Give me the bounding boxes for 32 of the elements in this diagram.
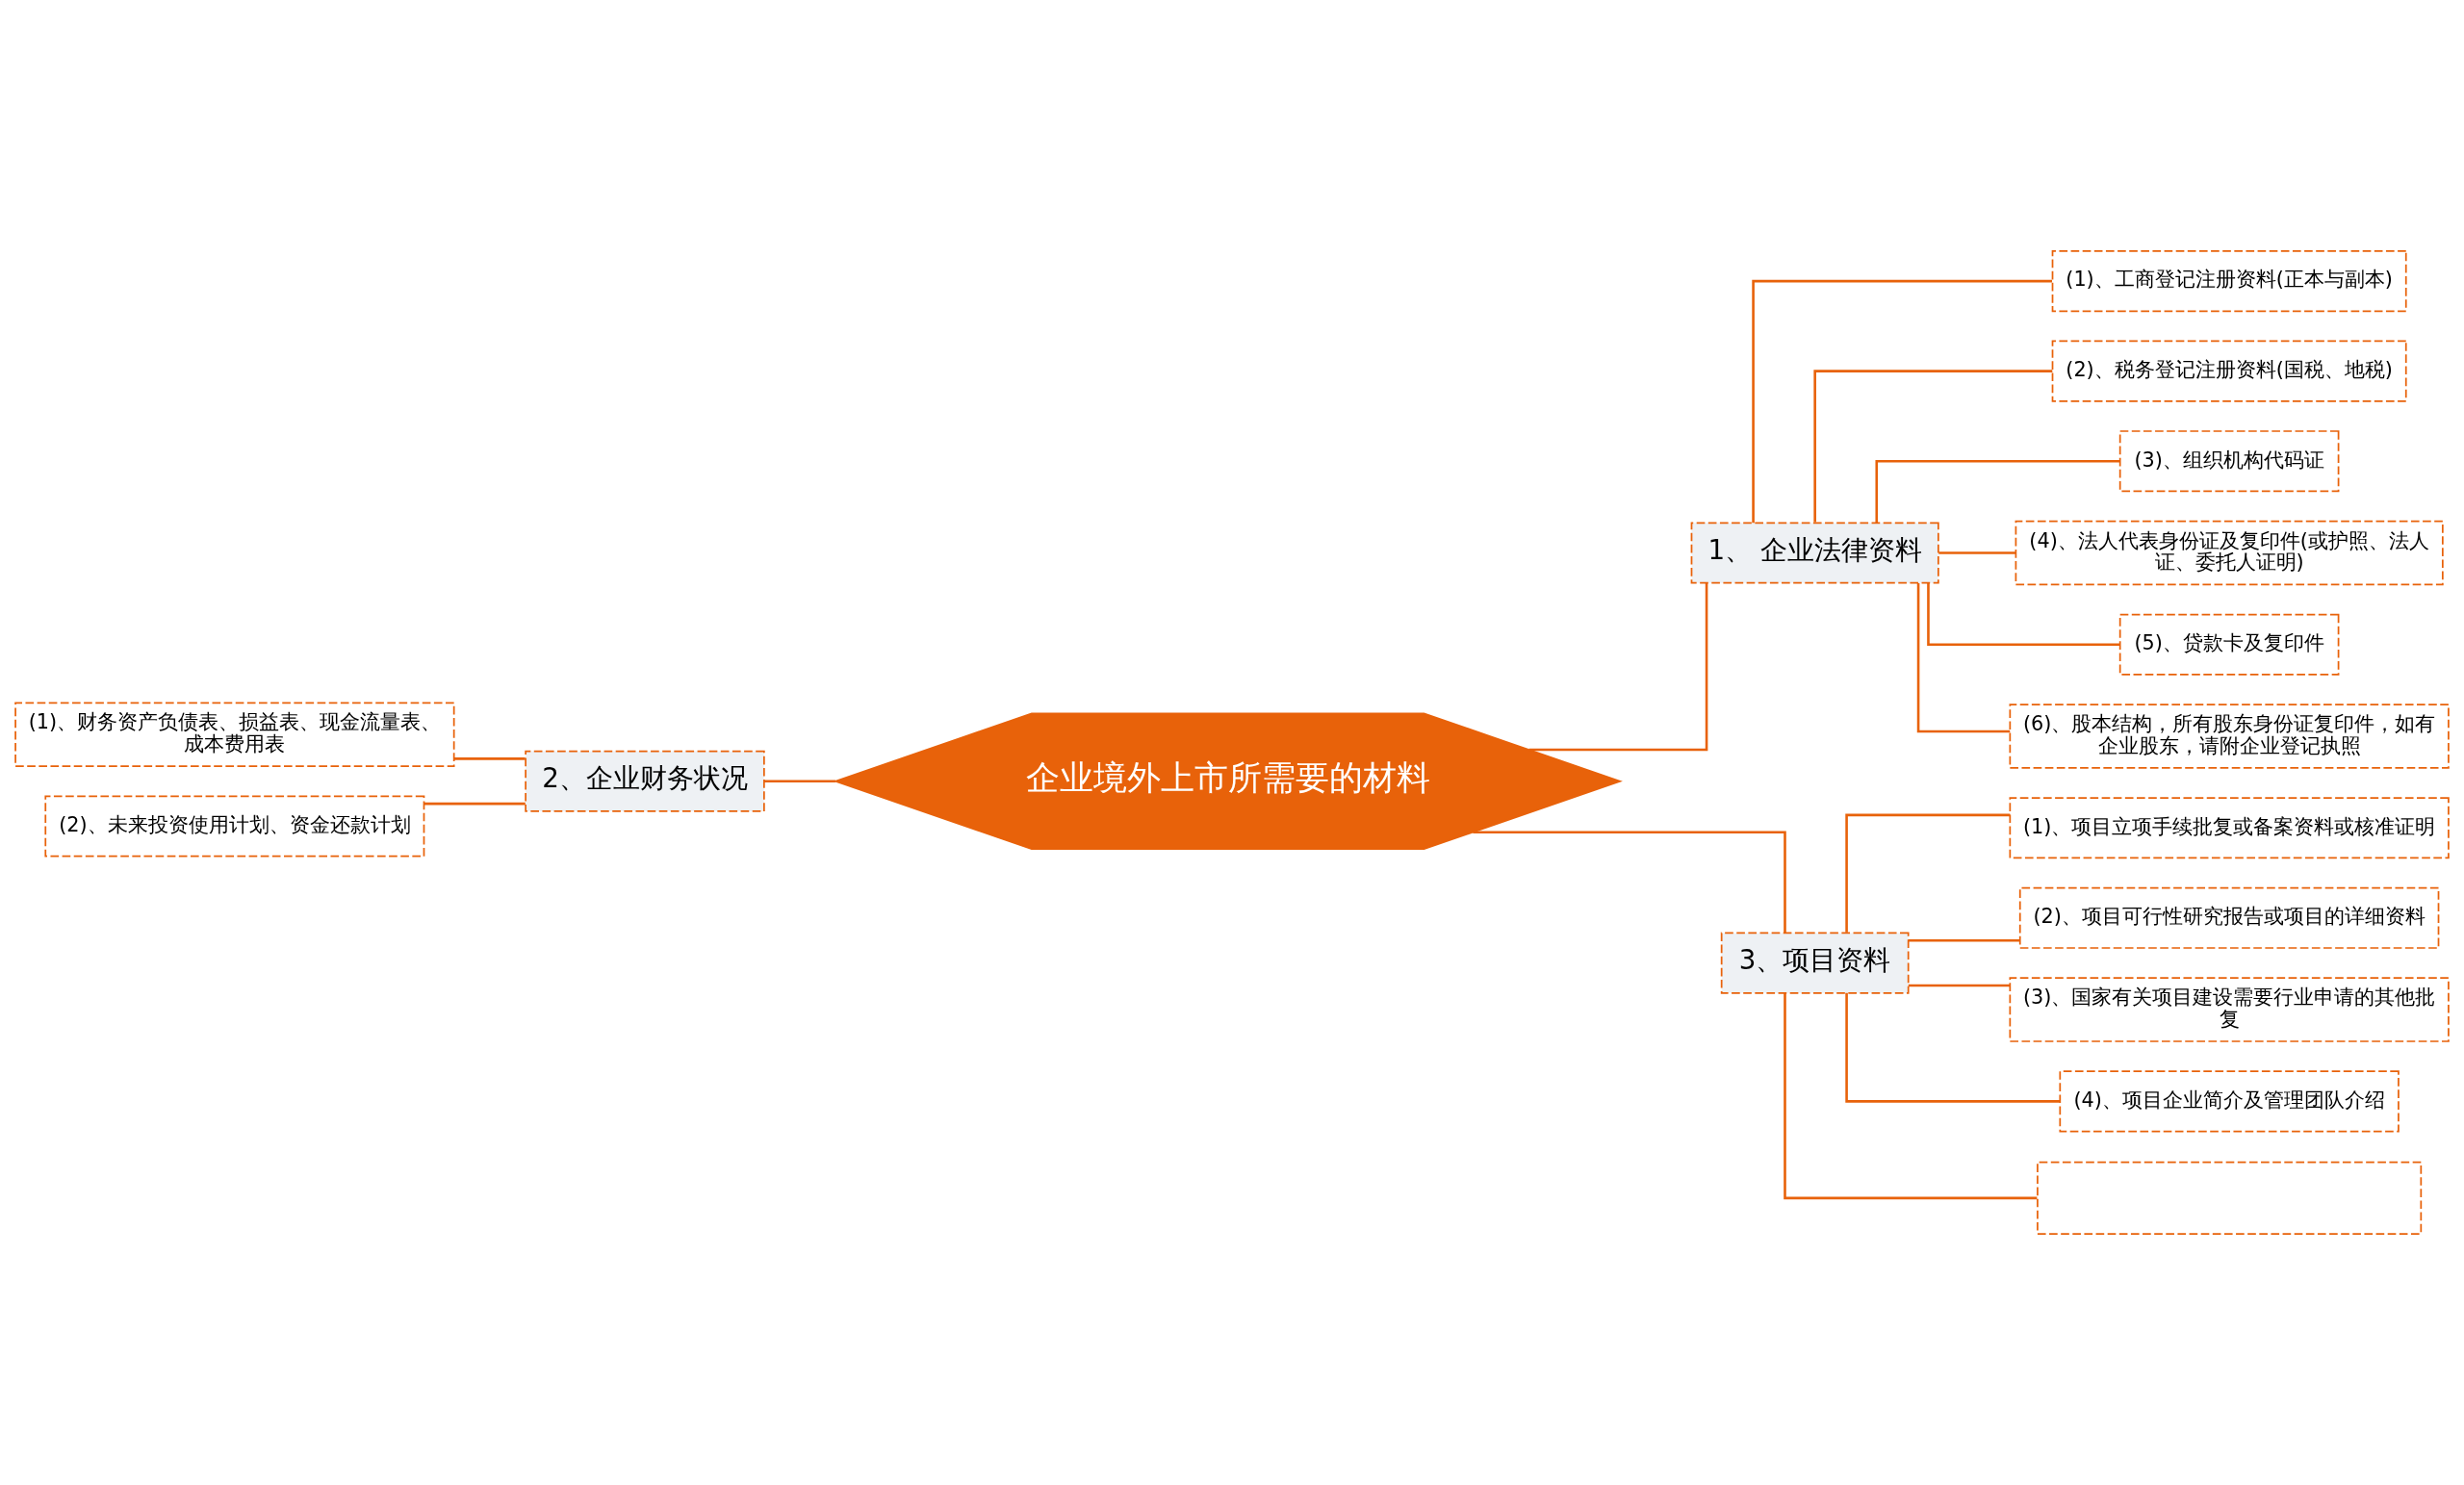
node-box: (3)、国家有关项目建设需要行业申请的其他批复 xyxy=(2009,977,2450,1042)
node-box: (1)、工商登记注册资料(正本与副本) xyxy=(2051,250,2407,313)
connector xyxy=(1938,551,2015,554)
node-box: 2、企业财务状况 xyxy=(525,750,765,812)
connector xyxy=(1528,582,1708,752)
connector xyxy=(424,802,526,806)
connector xyxy=(1845,813,2011,933)
node-box: (1)、财务资产负债表、损益表、现金流量表、成本费用表 xyxy=(14,702,455,768)
connector xyxy=(1845,992,2061,1103)
node-box: 3、项目资料 xyxy=(1720,932,1910,994)
node-box: (6)、股本结构，所有股东身份证复印件，如有企业股东，请附企业登记执照 xyxy=(2009,704,2450,769)
node-box: (4)、项目企业简介及管理团队介绍 xyxy=(2059,1070,2400,1133)
connector xyxy=(1916,582,2011,733)
node-box: (4)、法人代表身份证及复印件(或护照、法人证、委托人证明) xyxy=(2015,520,2444,586)
node-box: (2)、税务登记注册资料(国税、地税) xyxy=(2051,340,2407,402)
connector xyxy=(1908,984,2010,987)
connector xyxy=(1908,938,2020,942)
node-box: (3)、组织机构代码证 xyxy=(2118,430,2340,493)
connector xyxy=(1784,993,2038,1200)
node-box: (2)、项目可行性研究报告或项目的详细资料 xyxy=(2018,886,2440,949)
connector xyxy=(764,780,835,783)
node-box xyxy=(2037,1161,2423,1235)
connector xyxy=(1813,370,2053,523)
connector xyxy=(1875,459,2120,524)
connector xyxy=(1473,831,1786,934)
connector xyxy=(1752,279,2052,524)
node-box: (2)、未来投资使用计划、资金还款计划 xyxy=(44,795,425,858)
node-box: 1、 企业法律资料 xyxy=(1690,522,1939,584)
connector xyxy=(1927,582,2120,647)
connector xyxy=(453,757,526,760)
node-box: (1)、项目立项手续批复或备案资料或核准证明 xyxy=(2009,797,2450,859)
node-box: (5)、贷款卡及复印件 xyxy=(2118,613,2340,676)
